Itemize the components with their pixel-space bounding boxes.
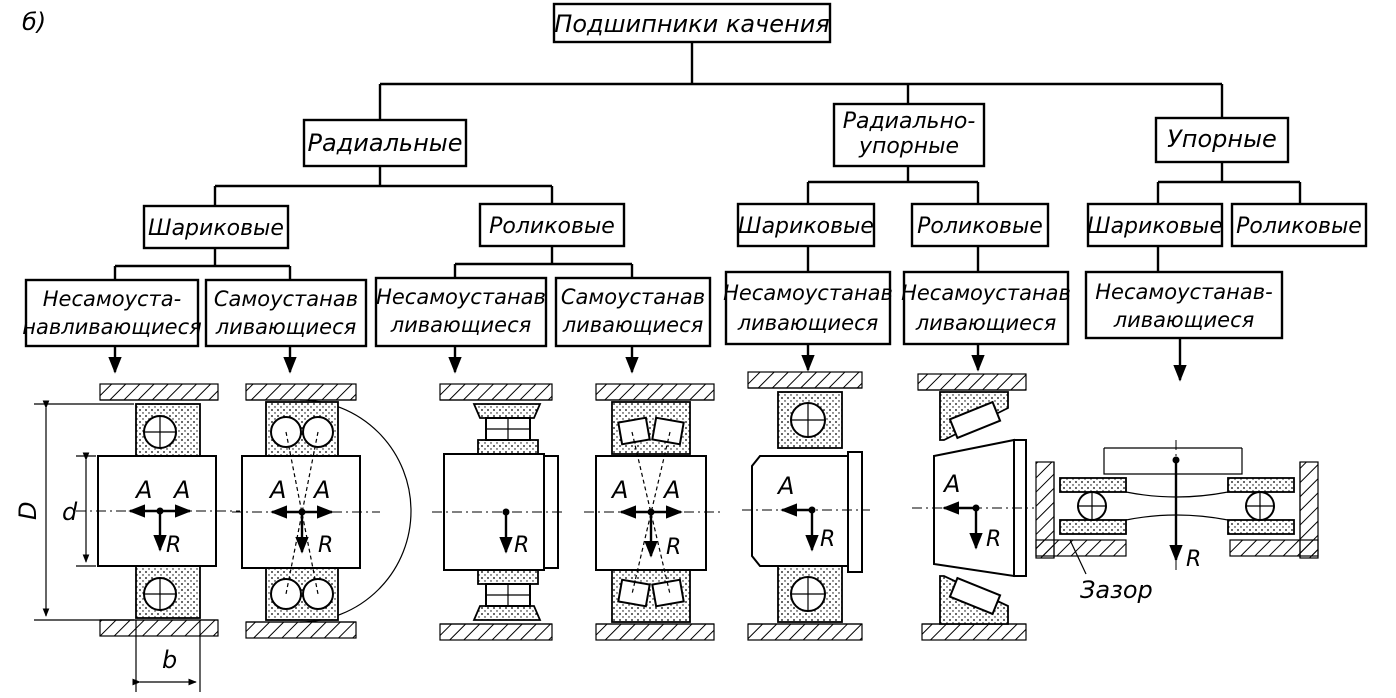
diagram-text: R bbox=[1186, 547, 1201, 572]
node-radial-roller-nonself: Несамоустанав ливающиеся bbox=[374, 276, 548, 348]
gap-label: Зазор bbox=[1080, 576, 1153, 604]
diagram-text: Самоустанав bbox=[214, 287, 358, 311]
root-label: Подшипники качения bbox=[554, 10, 829, 38]
node-radial-ball-nonself: Несамоуста- навливающиеся bbox=[22, 278, 202, 348]
drawing-deep-groove-ball-bearing: A A R D d b bbox=[14, 383, 240, 692]
diagram-text: ливающиеся bbox=[915, 311, 1057, 335]
drawing-tapered-roller-bearing: A R bbox=[912, 373, 1034, 641]
diagram-text: A bbox=[662, 476, 680, 504]
drawing-cylindrical-roller-bearing: R bbox=[432, 383, 566, 641]
diagram-text: ливающиеся bbox=[562, 313, 704, 337]
label-A: A bbox=[134, 476, 152, 504]
node-radial-ball: Шариковые bbox=[142, 204, 290, 250]
figure-label: б) bbox=[22, 8, 46, 36]
diagram-text: навливающиеся bbox=[22, 315, 202, 339]
label-d: d bbox=[62, 498, 78, 526]
node-radial-roller: Роликовые bbox=[478, 202, 626, 248]
drawing-self-aligning-ball-bearing: A A R bbox=[232, 383, 412, 639]
diagram-text: R bbox=[318, 533, 333, 558]
node-radial-roller-self: Самоустанав ливающиеся bbox=[554, 276, 712, 348]
label-D: D bbox=[14, 502, 42, 520]
node-root: Подшипники качения bbox=[552, 2, 832, 44]
drawing-angular-contact-ball-bearing: A R bbox=[742, 371, 870, 641]
diagram-text: A bbox=[610, 476, 628, 504]
tree-connectors bbox=[108, 40, 1302, 382]
diagram-text: Несамоустанав bbox=[723, 281, 893, 305]
drawing-self-aligning-roller-bearing: A A R bbox=[584, 383, 722, 641]
label-b: b bbox=[162, 646, 177, 674]
node-angular-ball-nonself: Несамоустанав ливающиеся bbox=[723, 270, 893, 346]
radial-label: Радиальные bbox=[308, 129, 463, 157]
node-thrust-roller: Роликовые bbox=[1230, 202, 1368, 248]
angular-roller-label: Роликовые bbox=[917, 214, 1043, 239]
label-A: A bbox=[172, 476, 190, 504]
thrust-label: Упорные bbox=[1167, 125, 1277, 153]
diagram-text: A bbox=[268, 476, 286, 504]
node-angular-roller: Роликовые bbox=[910, 202, 1050, 248]
diagram-text: A bbox=[776, 472, 794, 500]
diagram-text: A bbox=[312, 476, 330, 504]
angular-label-line1: Радиально- bbox=[843, 109, 976, 134]
diagram-text: Несамоуста- bbox=[43, 287, 181, 311]
node-radial-ball-self: Самоустанав ливающиеся bbox=[204, 278, 368, 348]
label-R: R bbox=[166, 533, 181, 558]
radial-ball-label: Шариковые bbox=[148, 216, 284, 241]
node-thrust: Упорные bbox=[1154, 116, 1290, 164]
diagram-text: ливающиеся bbox=[1113, 308, 1255, 332]
thrust-roller-label: Роликовые bbox=[1236, 214, 1362, 239]
diagram-text: ливающиеся bbox=[737, 311, 879, 335]
diagram-text: ливающиеся bbox=[390, 313, 532, 337]
diagram-text: R bbox=[986, 527, 1001, 552]
diagram-text: R bbox=[820, 527, 835, 552]
angular-ball-label: Шариковые bbox=[738, 214, 874, 239]
diagram-text: Самоустанав bbox=[561, 285, 705, 309]
diagram-text: R bbox=[514, 533, 529, 558]
diagram-text: Несамоустанав bbox=[901, 281, 1071, 305]
drawing-thrust-ball-bearing: R Зазор bbox=[1035, 440, 1319, 604]
node-angular-contact: Радиально- упорные bbox=[832, 102, 986, 168]
diagram-text: Несамоустанав bbox=[376, 285, 546, 309]
diagram-text: ливающиеся bbox=[215, 315, 357, 339]
node-thrust-ball-nonself: Несамоустанав- ливающиеся bbox=[1084, 270, 1284, 340]
node-radial: Радиальные bbox=[302, 118, 468, 168]
angular-label-line2: упорные bbox=[858, 134, 959, 159]
node-angular-roller-nonself: Несамоустанав ливающиеся bbox=[901, 270, 1071, 346]
node-angular-ball: Шариковые bbox=[736, 202, 876, 248]
radial-roller-label: Роликовые bbox=[489, 214, 615, 239]
thrust-ball-label: Шариковые bbox=[1087, 214, 1223, 239]
node-thrust-ball: Шариковые bbox=[1086, 202, 1224, 248]
diagram-text: R bbox=[666, 535, 681, 560]
diagram-text: Несамоустанав- bbox=[1095, 280, 1272, 304]
diagram-text: A bbox=[942, 470, 960, 498]
